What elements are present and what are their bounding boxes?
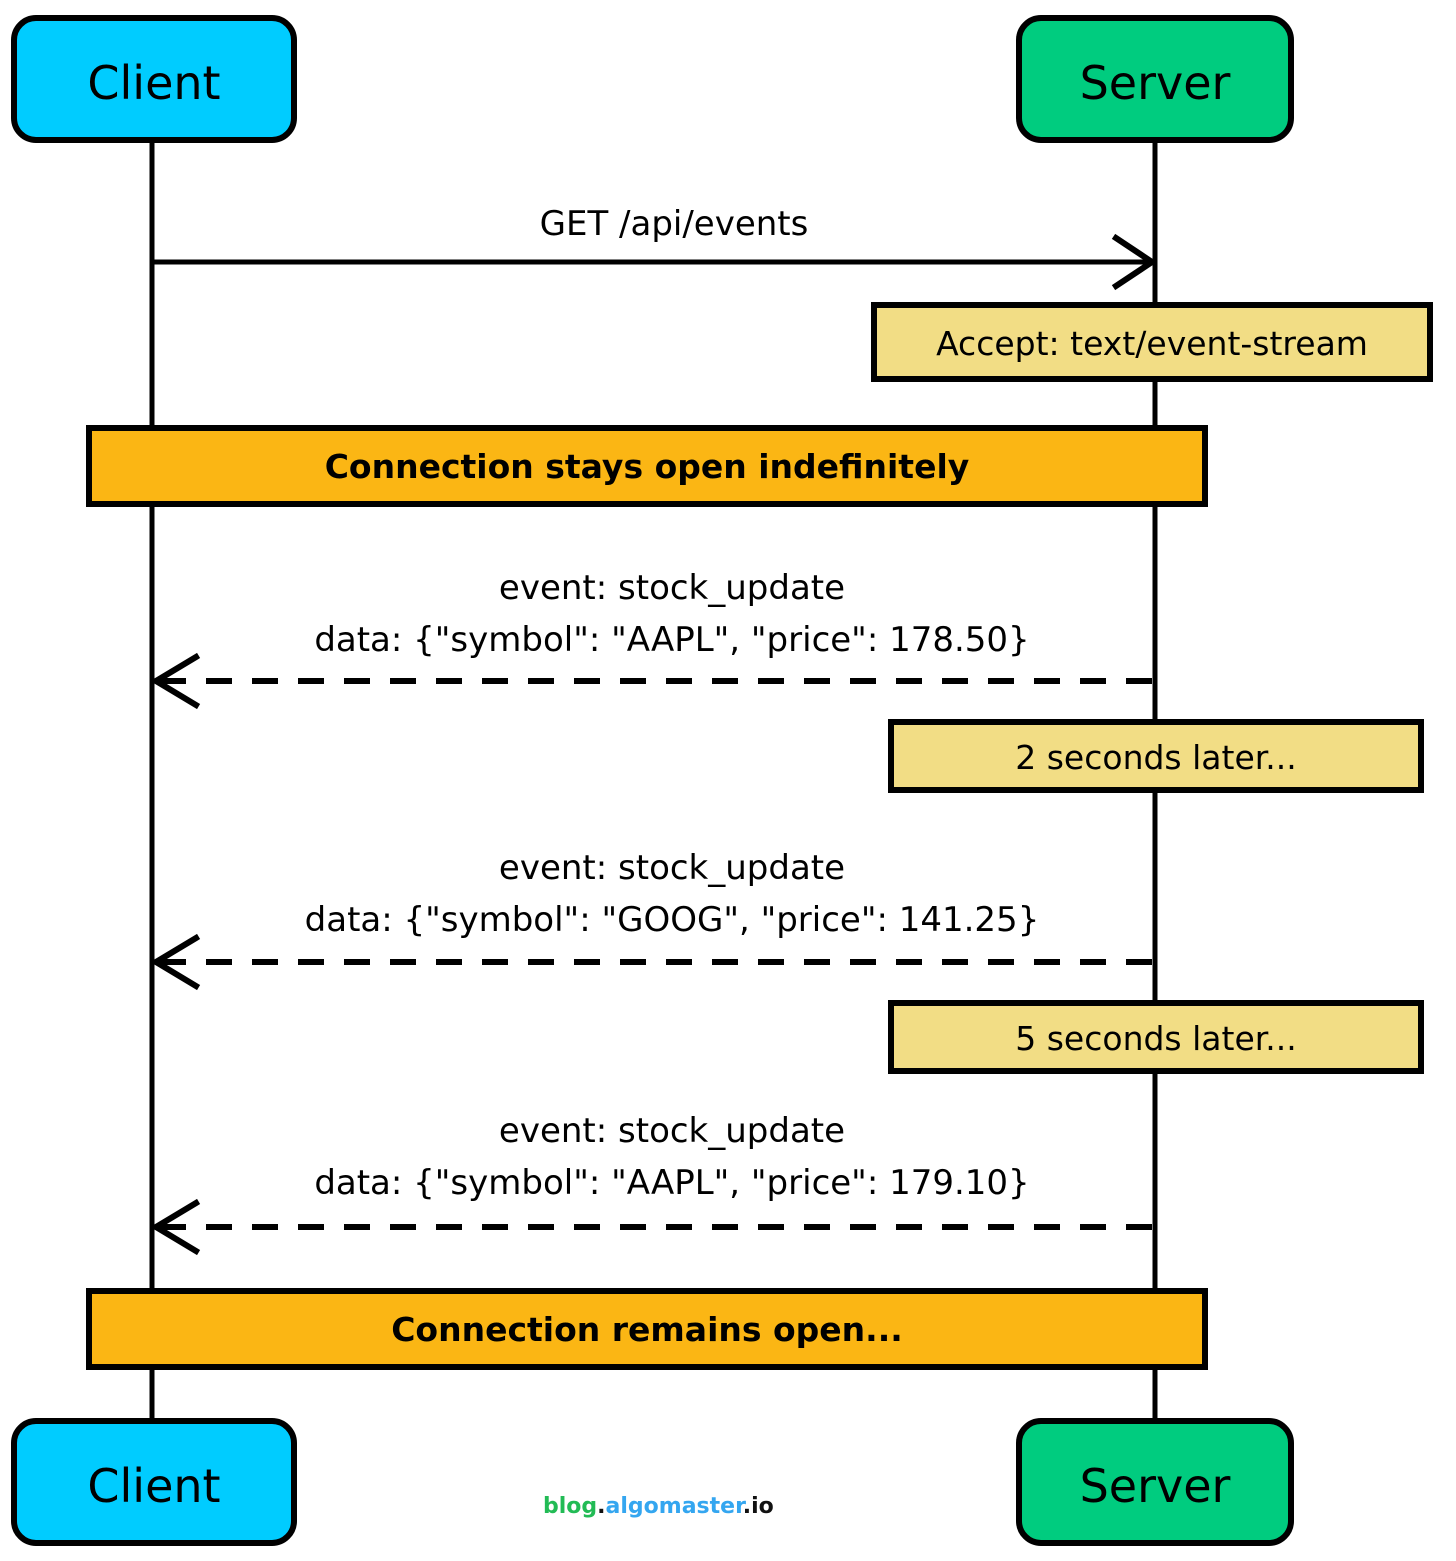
band-label-connection-stays-open: Connection stays open indefinitely: [325, 447, 970, 486]
note-label-2-seconds-later: 2 seconds later...: [1015, 738, 1297, 777]
watermark-io: .io: [743, 1494, 774, 1519]
message-label-stock-update-3-line2: data: {"symbol": "AAPL", "price": 179.10…: [314, 1163, 1029, 1203]
actor-box-server-top[interactable]: [1016, 15, 1294, 143]
arrowhead-left-stock-update-2: [150, 933, 201, 991]
actor-label-server-bottom: Server: [1080, 1459, 1231, 1513]
watermark: blog.algomaster.io: [543, 1494, 774, 1519]
arrowhead-left-stock-update-1: [150, 652, 201, 710]
note-box-5-seconds-later: [888, 1000, 1424, 1074]
band-box-connection-remains-open: [86, 1288, 1208, 1370]
actor-box-server-bottom[interactable]: [1016, 1418, 1294, 1546]
watermark-dot-1: .: [597, 1494, 605, 1519]
note-box-accept-header: [871, 302, 1433, 382]
actor-label-client-bottom: Client: [87, 1459, 220, 1513]
message-label-stock-update-3-line1: event: stock_update: [499, 1111, 845, 1151]
actor-label-client-top: Client: [87, 56, 220, 110]
band-label-connection-remains-open: Connection remains open...: [391, 1310, 903, 1349]
actor-label-server-top: Server: [1080, 56, 1231, 110]
message-label-stock-update-1-line1: event: stock_update: [499, 568, 845, 608]
actor-box-client-top[interactable]: [11, 15, 297, 143]
band-box-connection-stays-open: [86, 425, 1208, 507]
message-label-get-api-events: GET /api/events: [540, 204, 809, 244]
note-label-5-seconds-later: 5 seconds later...: [1015, 1019, 1297, 1058]
message-label-stock-update-2-line2: data: {"symbol": "GOOG", "price": 141.25…: [305, 900, 1040, 940]
watermark-blog: blog: [543, 1494, 597, 1519]
actor-box-client-bottom[interactable]: [11, 1418, 297, 1546]
arrowhead-left-stock-update-3: [150, 1198, 201, 1256]
note-box-2-seconds-later: [888, 719, 1424, 793]
message-label-stock-update-1-line2: data: {"symbol": "AAPL", "price": 178.50…: [314, 620, 1029, 660]
watermark-algomaster: algomaster: [606, 1494, 747, 1519]
message-label-stock-update-2-line1: event: stock_update: [499, 848, 845, 888]
note-label-accept-header: Accept: text/event-stream: [936, 324, 1368, 363]
arrowhead-right-get-api-events: [1111, 233, 1158, 291]
